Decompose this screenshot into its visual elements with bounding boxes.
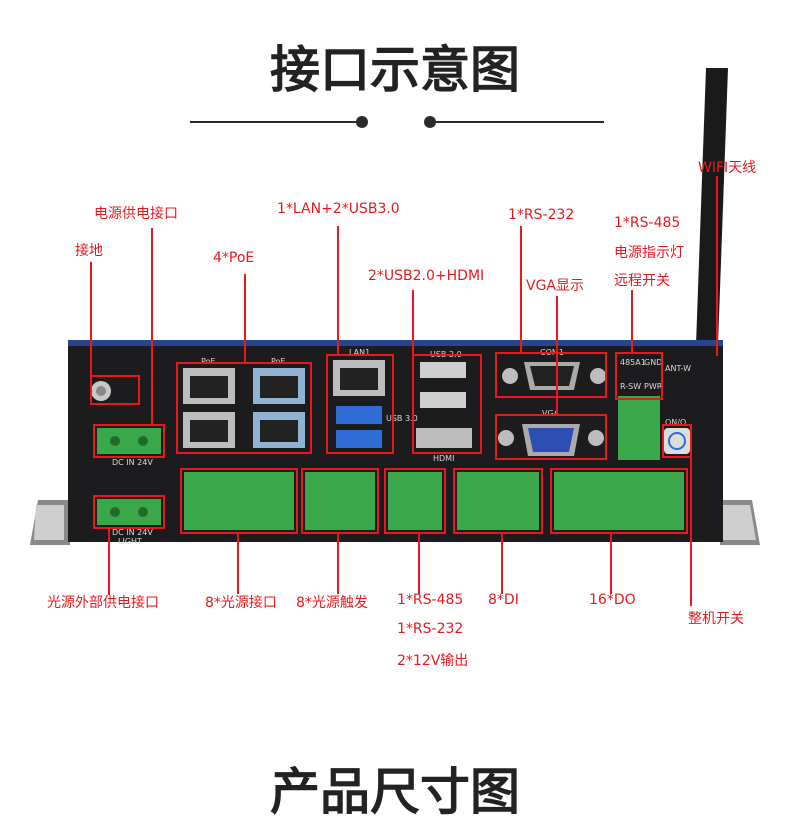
label-rs485-bottom: 1*RS-485	[397, 592, 464, 608]
leader-main-switch	[690, 458, 692, 606]
light-port-box	[180, 468, 298, 534]
rs485-silkscreen: 485A1	[620, 358, 646, 367]
label-12v-out: 2*12V输出	[397, 653, 469, 669]
page-title: 接口示意图	[270, 41, 520, 99]
on-off-silkscreen: ON/O	[665, 418, 687, 427]
leader-vga	[556, 296, 558, 414]
ground-box	[90, 375, 140, 405]
label-rs232-bottom: 1*RS-232	[397, 621, 464, 637]
poe-silkscreen-2: PoE	[271, 357, 286, 366]
lan-usb3-box	[326, 354, 394, 454]
label-usb2-hdmi: 2*USB2.0+HDMI	[368, 268, 485, 284]
vga-box	[495, 414, 607, 460]
leader-rs485-bottom	[418, 534, 420, 594]
label-di: 8*DI	[488, 592, 519, 608]
label-ground: 接地	[75, 243, 103, 259]
label-lan-usb3: 1*LAN+2*USB3.0	[277, 201, 400, 217]
next-section-title: 产品尺寸图	[270, 763, 520, 821]
rsw-silkscreen: R-SW	[620, 382, 642, 391]
label-rs485-top: 1*RS-485	[614, 215, 681, 231]
label-light-trigger: 8*光源触发	[296, 595, 368, 611]
title-divider-left	[190, 121, 362, 123]
leader-light-trigger	[337, 534, 339, 594]
label-main-switch: 整机开关	[688, 611, 744, 627]
usb2-hdmi-box	[412, 354, 482, 454]
label-light-power: 光源外部供电接口	[47, 595, 159, 611]
vga-silkscreen: VGA	[542, 409, 560, 418]
dc-in-light-silkscreen: DC IN 24V	[112, 528, 153, 537]
leader-ground	[90, 262, 92, 375]
rs485-box	[615, 352, 663, 400]
label-power-in: 电源供电接口	[94, 206, 178, 222]
label-do: 16*DO	[589, 592, 636, 608]
ant-silkscreen: ANT-W	[665, 364, 692, 373]
main-switch-box	[662, 424, 692, 458]
usb30-silkscreen: USB 3.0	[386, 414, 418, 423]
gnd-silkscreen: GND	[644, 358, 663, 367]
label-power-led: 电源指示灯	[614, 245, 684, 261]
pwr-silkscreen: PWR	[644, 382, 663, 391]
light-trigger-box	[301, 468, 379, 534]
com1-box	[495, 352, 607, 398]
leader-light-power	[108, 529, 110, 595]
label-poe: 4*PoE	[213, 250, 255, 266]
leader-do	[610, 534, 612, 594]
do-box	[550, 468, 688, 534]
light-power-box	[93, 495, 165, 529]
leader-rs232-top	[520, 226, 522, 352]
title-divider-dot-left	[356, 116, 368, 128]
leader-power-in	[151, 228, 153, 424]
label-vga: VGA显示	[526, 278, 585, 294]
leader-rs485-top	[631, 290, 633, 352]
leader-lan-usb3	[337, 226, 339, 354]
power-in-box	[93, 424, 165, 458]
hdmi-silkscreen: HDMI	[433, 454, 455, 463]
poe-silkscreen-1: PoE	[201, 357, 216, 366]
label-light-port: 8*光源接口	[205, 595, 277, 611]
leader-light-port	[237, 534, 239, 594]
label-remote-switch: 远程开关	[614, 273, 670, 289]
title-divider-dot-right	[424, 116, 436, 128]
label-rs232-top: 1*RS-232	[508, 207, 575, 223]
poe-box	[176, 362, 312, 454]
leader-di	[501, 534, 503, 594]
di-box	[453, 468, 543, 534]
poe-ports	[183, 368, 305, 448]
leader-wifi	[716, 176, 718, 356]
label-wifi: WIFI天线	[698, 160, 757, 176]
leader-poe	[244, 274, 246, 362]
light-silkscreen: LIGHT	[118, 537, 142, 546]
leader-usb2-hdmi	[412, 290, 414, 354]
rs485-bottom-box	[384, 468, 446, 534]
dc-in-silkscreen: DC IN 24V	[112, 458, 153, 467]
title-divider-right	[432, 121, 604, 123]
lan1-silkscreen: LAN1	[349, 348, 371, 357]
